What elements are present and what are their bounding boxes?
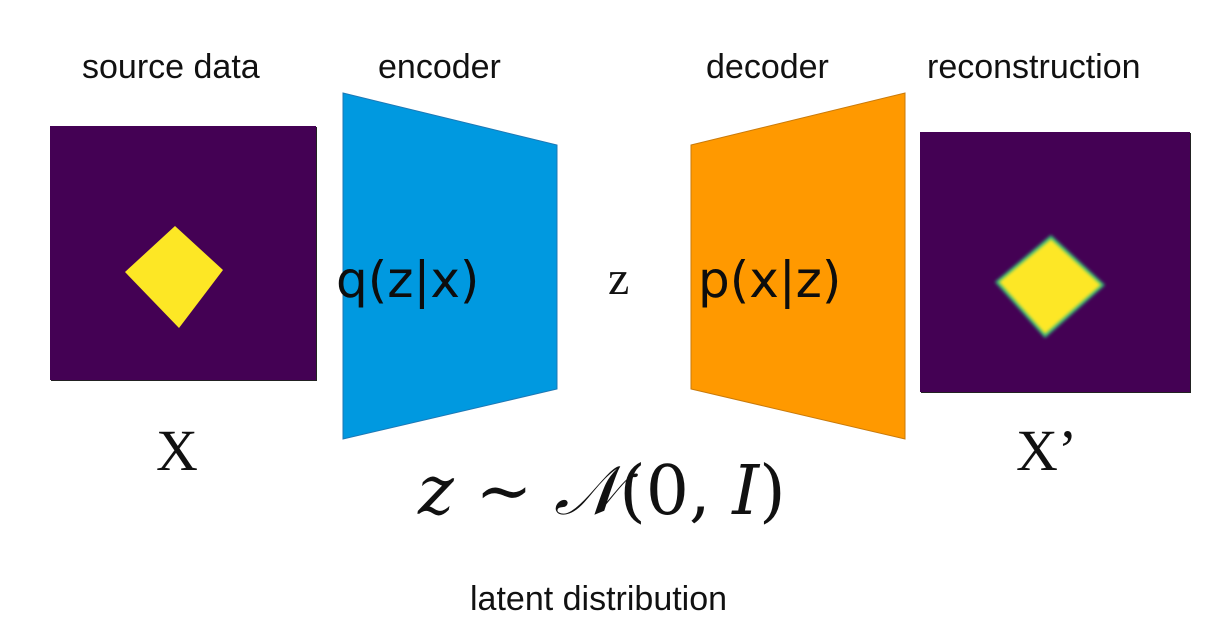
prior-args: (0, [619, 452, 733, 531]
source-data-label: source data [82, 48, 260, 86]
source-image [50, 126, 316, 380]
reconstruction-label: reconstruction [927, 48, 1141, 86]
encoder-block [342, 92, 558, 440]
reconstruction-diamond-shape [920, 132, 1190, 392]
prior-close: ) [759, 452, 786, 531]
prior-identity: I [732, 452, 760, 531]
decoder-label: decoder [706, 48, 829, 86]
decoder-block [690, 92, 906, 440]
encoder-formula: q(z|x) [336, 251, 480, 309]
prior-distribution: 𝒩 [554, 452, 620, 531]
prior-relation: ∼ [475, 452, 533, 531]
input-x-symbol: X [156, 418, 198, 483]
encoder-label: encoder [378, 48, 501, 86]
latent-distribution-caption: latent distribution [470, 580, 728, 618]
output-x-prime-symbol: X’ [1016, 418, 1078, 483]
prior-formula: z ∼ 𝒩(0, I) [418, 458, 786, 526]
prior-variable: z [418, 452, 454, 531]
latent-z-symbol: z [608, 252, 630, 305]
decoder-formula: p(x|z) [698, 251, 842, 309]
source-diamond-shape [50, 126, 316, 380]
reconstruction-image [920, 132, 1190, 392]
